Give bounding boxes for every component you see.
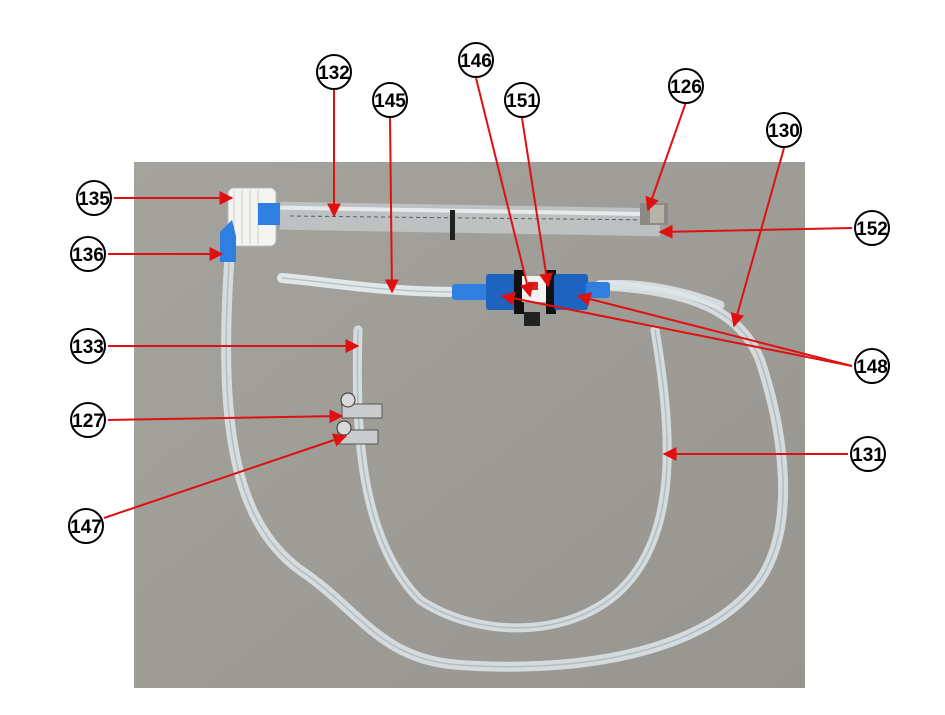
- callout-151: 151: [504, 82, 540, 118]
- svg-text:148: 148: [856, 357, 888, 378]
- leader-130: [730, 147, 785, 328]
- svg-text:131: 131: [852, 445, 884, 466]
- svg-text:147: 147: [70, 517, 102, 538]
- leader-146: [475, 77, 534, 298]
- svg-text:146: 146: [460, 51, 492, 72]
- elbow-136: [220, 220, 236, 262]
- svg-text:133: 133: [72, 337, 104, 358]
- callout-135: 135: [76, 180, 112, 216]
- callout-126: 126: [668, 68, 704, 104]
- leader-127: [107, 409, 344, 424]
- photo-background: [134, 162, 805, 688]
- svg-text:136: 136: [72, 245, 104, 266]
- svg-text:145: 145: [374, 91, 406, 112]
- svg-text:130: 130: [768, 121, 800, 142]
- leader-147: [103, 433, 348, 519]
- svg-text:132: 132: [318, 63, 350, 84]
- leader-148a: [500, 291, 853, 367]
- callout-152: 152: [854, 210, 890, 246]
- callout-131: 131: [850, 436, 886, 472]
- callout-145: 145: [372, 82, 408, 118]
- leader-148b: [576, 292, 853, 367]
- cap-135: [227, 187, 280, 247]
- tubing: [221, 245, 789, 672]
- callout-127: 127: [70, 402, 106, 438]
- callout-148: 148: [854, 348, 890, 384]
- callout-132: 132: [316, 54, 352, 90]
- leader-145: [384, 117, 399, 294]
- leader-152: [658, 224, 853, 239]
- svg-text:127: 127: [72, 411, 104, 432]
- svg-text:135: 135: [78, 189, 110, 210]
- callout-133: 133: [70, 328, 106, 364]
- callouts: 126 127 130 131 132 133 135 136: [68, 42, 890, 544]
- leader-126: [645, 101, 687, 212]
- svg-text:151: 151: [506, 91, 538, 112]
- callout-130: 130: [766, 112, 802, 148]
- leader-lines: [103, 77, 853, 519]
- callout-147: 147: [68, 508, 104, 544]
- callout-146: 146: [458, 42, 494, 78]
- leader-151: [521, 117, 553, 288]
- callout-136: 136: [70, 236, 106, 272]
- svg-text:126: 126: [670, 77, 702, 98]
- svg-text:152: 152: [856, 219, 888, 240]
